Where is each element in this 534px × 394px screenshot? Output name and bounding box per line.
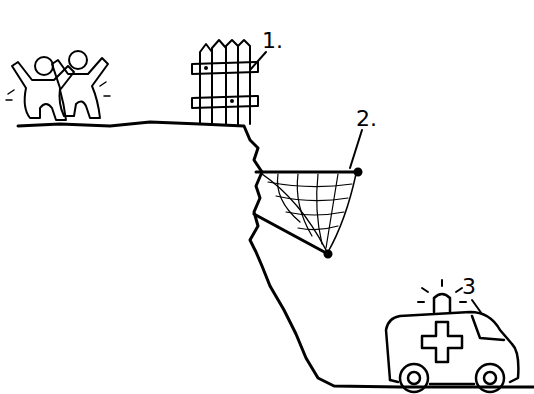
ambulance: [386, 280, 518, 392]
safety-net: [254, 169, 362, 258]
callout-number: 2.: [356, 108, 377, 130]
callout-number: 3: [462, 276, 476, 298]
callout-number: 1.: [262, 30, 283, 52]
dancing-people: [6, 51, 110, 120]
leader-line: [350, 130, 362, 168]
leader-line: [250, 52, 266, 70]
fence: [192, 40, 258, 124]
cliff-outline: [18, 122, 534, 387]
